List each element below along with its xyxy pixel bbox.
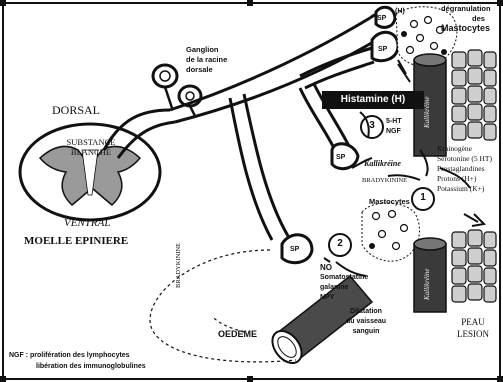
- ganglion-label-1: Ganglion: [186, 46, 219, 54]
- dilatation-label-3: sanguin: [334, 328, 398, 335]
- vessel-bottom-label: Kallikréine: [424, 269, 431, 301]
- mastocyte-bottom: [362, 203, 419, 261]
- mediator-serotonine: Sérotonine (5 HT): [437, 155, 492, 163]
- substance-label-2: BLANCHE: [58, 148, 124, 157]
- h-small-label: (H): [395, 8, 405, 15]
- histamine-label: Histamine (H): [322, 91, 424, 109]
- ngf-note-2: libération des immunoglobulines: [36, 363, 146, 370]
- moelle-label: MOELLE EPINIERE: [24, 236, 128, 248]
- dilatation-label-1: Dilatation: [334, 308, 398, 315]
- kallikreine-label: Kallikréine: [364, 160, 401, 168]
- mediator-protons: Protons (H+): [437, 175, 476, 183]
- bradykinine-left-label: BRADYKININE: [176, 243, 183, 288]
- npy-label: NPY: [320, 294, 334, 301]
- vessel-top-label: Kallikréine: [424, 97, 431, 129]
- ganglion-label-2: de la racine: [186, 56, 227, 64]
- mediator-potassium: Potassium (K+): [437, 185, 484, 193]
- sp-label-middle: SP: [336, 154, 345, 161]
- degranulation-label-2: des: [472, 15, 485, 23]
- galanine-label: galanine: [320, 284, 348, 291]
- dilatation-label-2: du vaisseau: [334, 318, 398, 325]
- substance-label-1: SUBSTANCE: [58, 138, 124, 147]
- ngf-note-1: NGF : prolifération des lymphocytes: [9, 352, 130, 359]
- degranulation-label-1: dégranulation: [441, 5, 491, 13]
- skin-tissue-bottom: [452, 230, 496, 302]
- ngf-label: NGF: [386, 128, 401, 135]
- peau-label: PEAU: [448, 318, 498, 327]
- dorsal-label: DORSAL: [52, 104, 100, 117]
- ventral-label: VENTRAL: [64, 218, 110, 230]
- 5ht-label: 5-HT: [386, 118, 402, 125]
- mastocytes-bottom-label: Mastocytes: [369, 198, 410, 206]
- lesion-label: LESION: [448, 330, 498, 339]
- mediator-prostaglandines: Prostaglandines: [437, 165, 485, 173]
- bradykinine-mid-label: BRADYKININE: [362, 178, 407, 185]
- somatostatine-label: Somatostatine: [320, 274, 368, 281]
- oedeme-label: OEDEME: [218, 330, 257, 339]
- step-number-1: 1: [417, 193, 429, 204]
- step-number-2: 2: [334, 239, 346, 250]
- sp-label-bottom: SP: [290, 246, 299, 253]
- ganglion-label-3: dorsale: [186, 66, 213, 74]
- step-number-3: 3: [366, 121, 378, 132]
- mediator-kininogene: Kininogène: [437, 145, 472, 153]
- sp-label-topmost: SP: [377, 15, 386, 22]
- sp-label-top: SP: [378, 46, 387, 53]
- skin-tissue-top: [452, 50, 496, 140]
- no-label: NO: [320, 264, 332, 272]
- mastocytes-top-label: Mastocytes: [441, 24, 490, 33]
